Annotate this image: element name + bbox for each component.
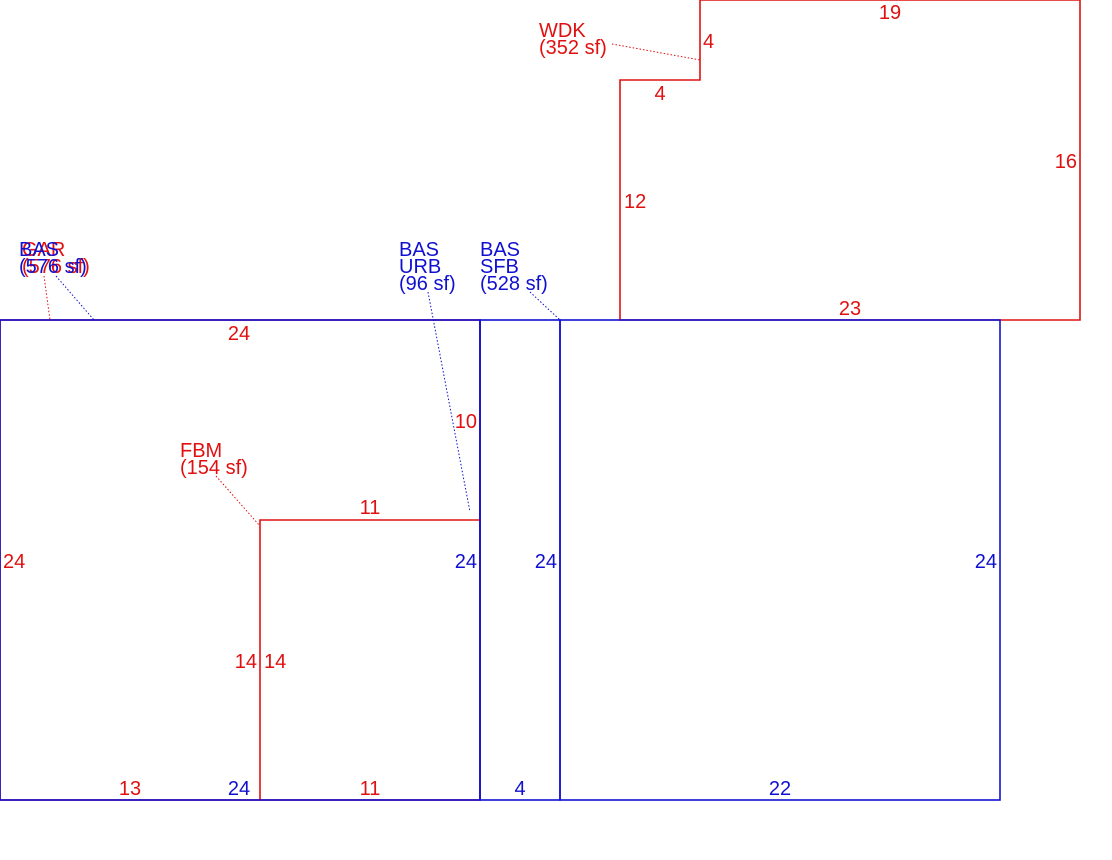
fbm-area-label: (154 sf) <box>180 457 248 479</box>
gar-area-label: (576 sf) <box>22 256 90 278</box>
wdk-outline <box>619 0 1081 321</box>
wdk-area-label: (352 sf) <box>539 37 607 59</box>
dim-left-top: 24 <box>228 323 250 345</box>
dim-fbm-bottom: 11 <box>360 778 381 800</box>
dim-fbm-left-inner: 14 <box>264 651 286 673</box>
bas-urb-leader <box>427 291 471 513</box>
dim-wdk-bottom: 23 <box>839 298 861 320</box>
bas-sfb-area-label: (528 sf) <box>480 273 548 295</box>
fbm-leader <box>215 475 261 527</box>
dim-left-inner-right: 24 <box>455 551 477 573</box>
bas-sfb-leader <box>529 291 561 321</box>
bas-main-area-label: (576 sf) <box>19 256 87 278</box>
bas-main-code-label: BAS <box>19 239 59 261</box>
gar-leader <box>43 275 51 321</box>
dim-wdk-left: 12 <box>624 191 646 213</box>
fbm-outline <box>259 519 480 800</box>
dim-fbm-top: 11 <box>360 497 381 519</box>
dim-left-side: 24 <box>3 551 25 573</box>
dim-wdk-right: 16 <box>1055 151 1077 173</box>
gar-code-label: GAR <box>22 239 65 261</box>
dim-fbm-left-outer: 14 <box>235 651 257 673</box>
bas-main-outline <box>0 319 481 801</box>
wdk-code-label: WDK <box>539 20 586 42</box>
bas-urb-subcode-label: URB <box>399 256 441 278</box>
dim-strip-bottom: 4 <box>514 778 525 800</box>
dim-urb-height: 10 <box>455 411 477 433</box>
dim-left-bottom-red: 13 <box>119 778 141 800</box>
dim-wdk-step-horizontal: 4 <box>654 83 665 105</box>
fbm-code-label: FBM <box>180 440 222 462</box>
dim-wdk-step-vertical: 4 <box>703 31 714 53</box>
bas-urb-code-label: BAS <box>399 239 439 261</box>
dim-strip-right: 24 <box>535 551 557 573</box>
bas-main-leader <box>55 275 95 321</box>
dim-left-bottom-blue: 24 <box>228 778 250 800</box>
dim-right-bottom: 22 <box>769 778 791 800</box>
bas-sfb-code-label: BAS <box>480 239 520 261</box>
wdk-leader <box>611 43 701 61</box>
gar-outline <box>0 319 481 801</box>
dim-right-side: 24 <box>975 551 997 573</box>
bas-sfb-subcode-label: SFB <box>480 256 519 278</box>
bas-sfb-outline <box>559 319 1001 801</box>
dim-wdk-top: 19 <box>879 2 901 24</box>
bas-urb-area-label: (96 sf) <box>399 273 456 295</box>
